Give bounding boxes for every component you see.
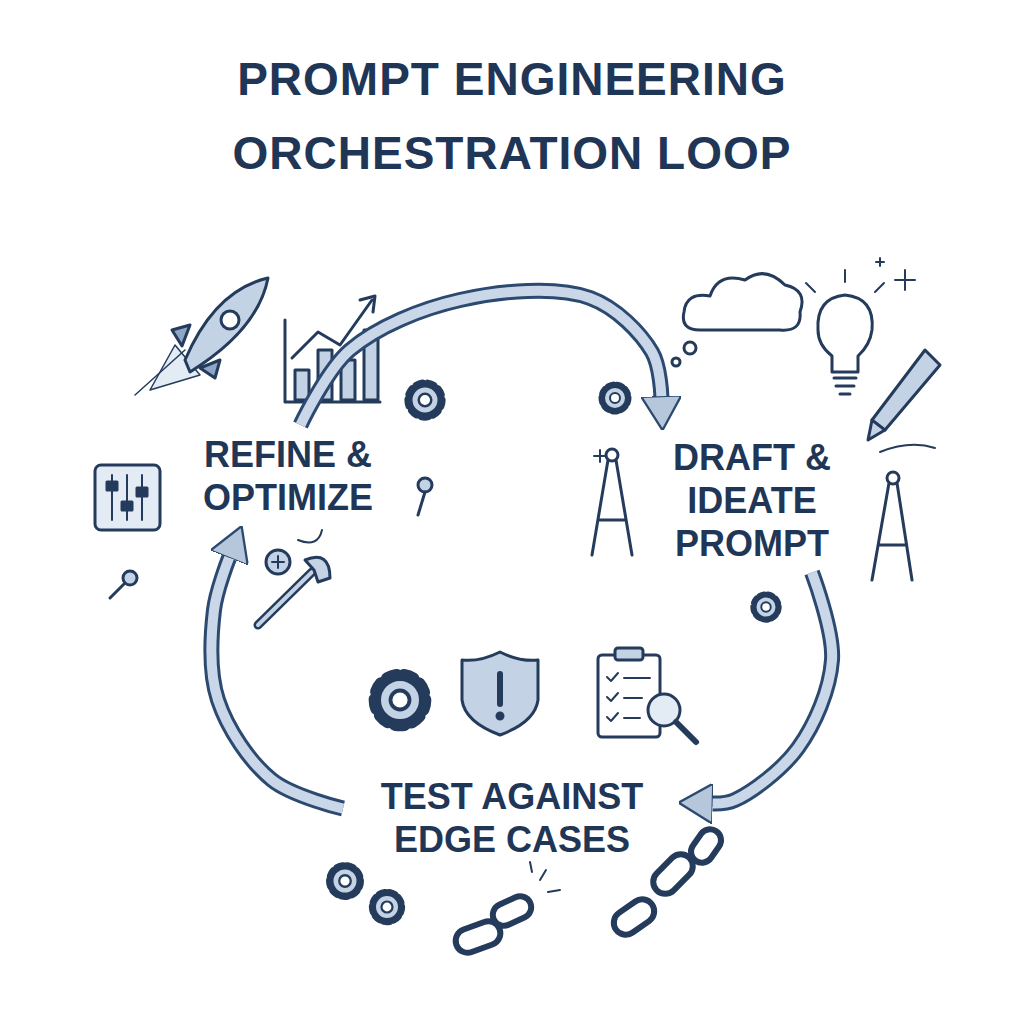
shield-icon: [462, 652, 538, 735]
arrow-fill: [301, 291, 662, 425]
gear-icon: [330, 866, 360, 896]
gear-icon: [409, 384, 442, 417]
sparkle-icon: [594, 258, 915, 462]
gear-icon: [375, 675, 424, 724]
loop-arrow: [301, 291, 662, 425]
stage-label: DRAFT & IDEATE PROMPT: [632, 432, 872, 569]
plus-gear-icon: [266, 530, 322, 574]
lightbulb-icon: [806, 270, 884, 394]
arrow-outline: [211, 558, 343, 809]
arrow-fill: [211, 558, 343, 809]
gear-icon: [373, 893, 402, 922]
stage-text: TEST AGAINST EDGE CASES: [353, 775, 671, 861]
rocket-icon: [135, 278, 268, 395]
bar-chart-icon: [285, 296, 380, 402]
gear-icon: [602, 385, 628, 411]
stage-text: DRAFT & IDEATE PROMPT: [638, 436, 866, 565]
arrow-fill: [713, 573, 833, 804]
loop-arrow: [211, 558, 343, 809]
arrow-outline: [713, 573, 833, 804]
pencil-icon: [868, 350, 940, 452]
arrow-outline: [301, 291, 662, 425]
loop-arrow: [713, 573, 833, 804]
clipboard-icon: [598, 648, 696, 742]
stage-label: TEST AGAINST EDGE CASES: [347, 771, 677, 865]
stage-text: REFINE & OPTIMIZE: [169, 433, 407, 519]
gear-icon: [754, 595, 779, 620]
stage-label: REFINE & OPTIMIZE: [163, 429, 413, 523]
thought-cloud-icon: [672, 274, 802, 366]
diagram-title: PROMPT ENGINEERING ORCHESTRATION LOOP: [152, 42, 872, 190]
slider-panel-icon: [95, 465, 160, 530]
